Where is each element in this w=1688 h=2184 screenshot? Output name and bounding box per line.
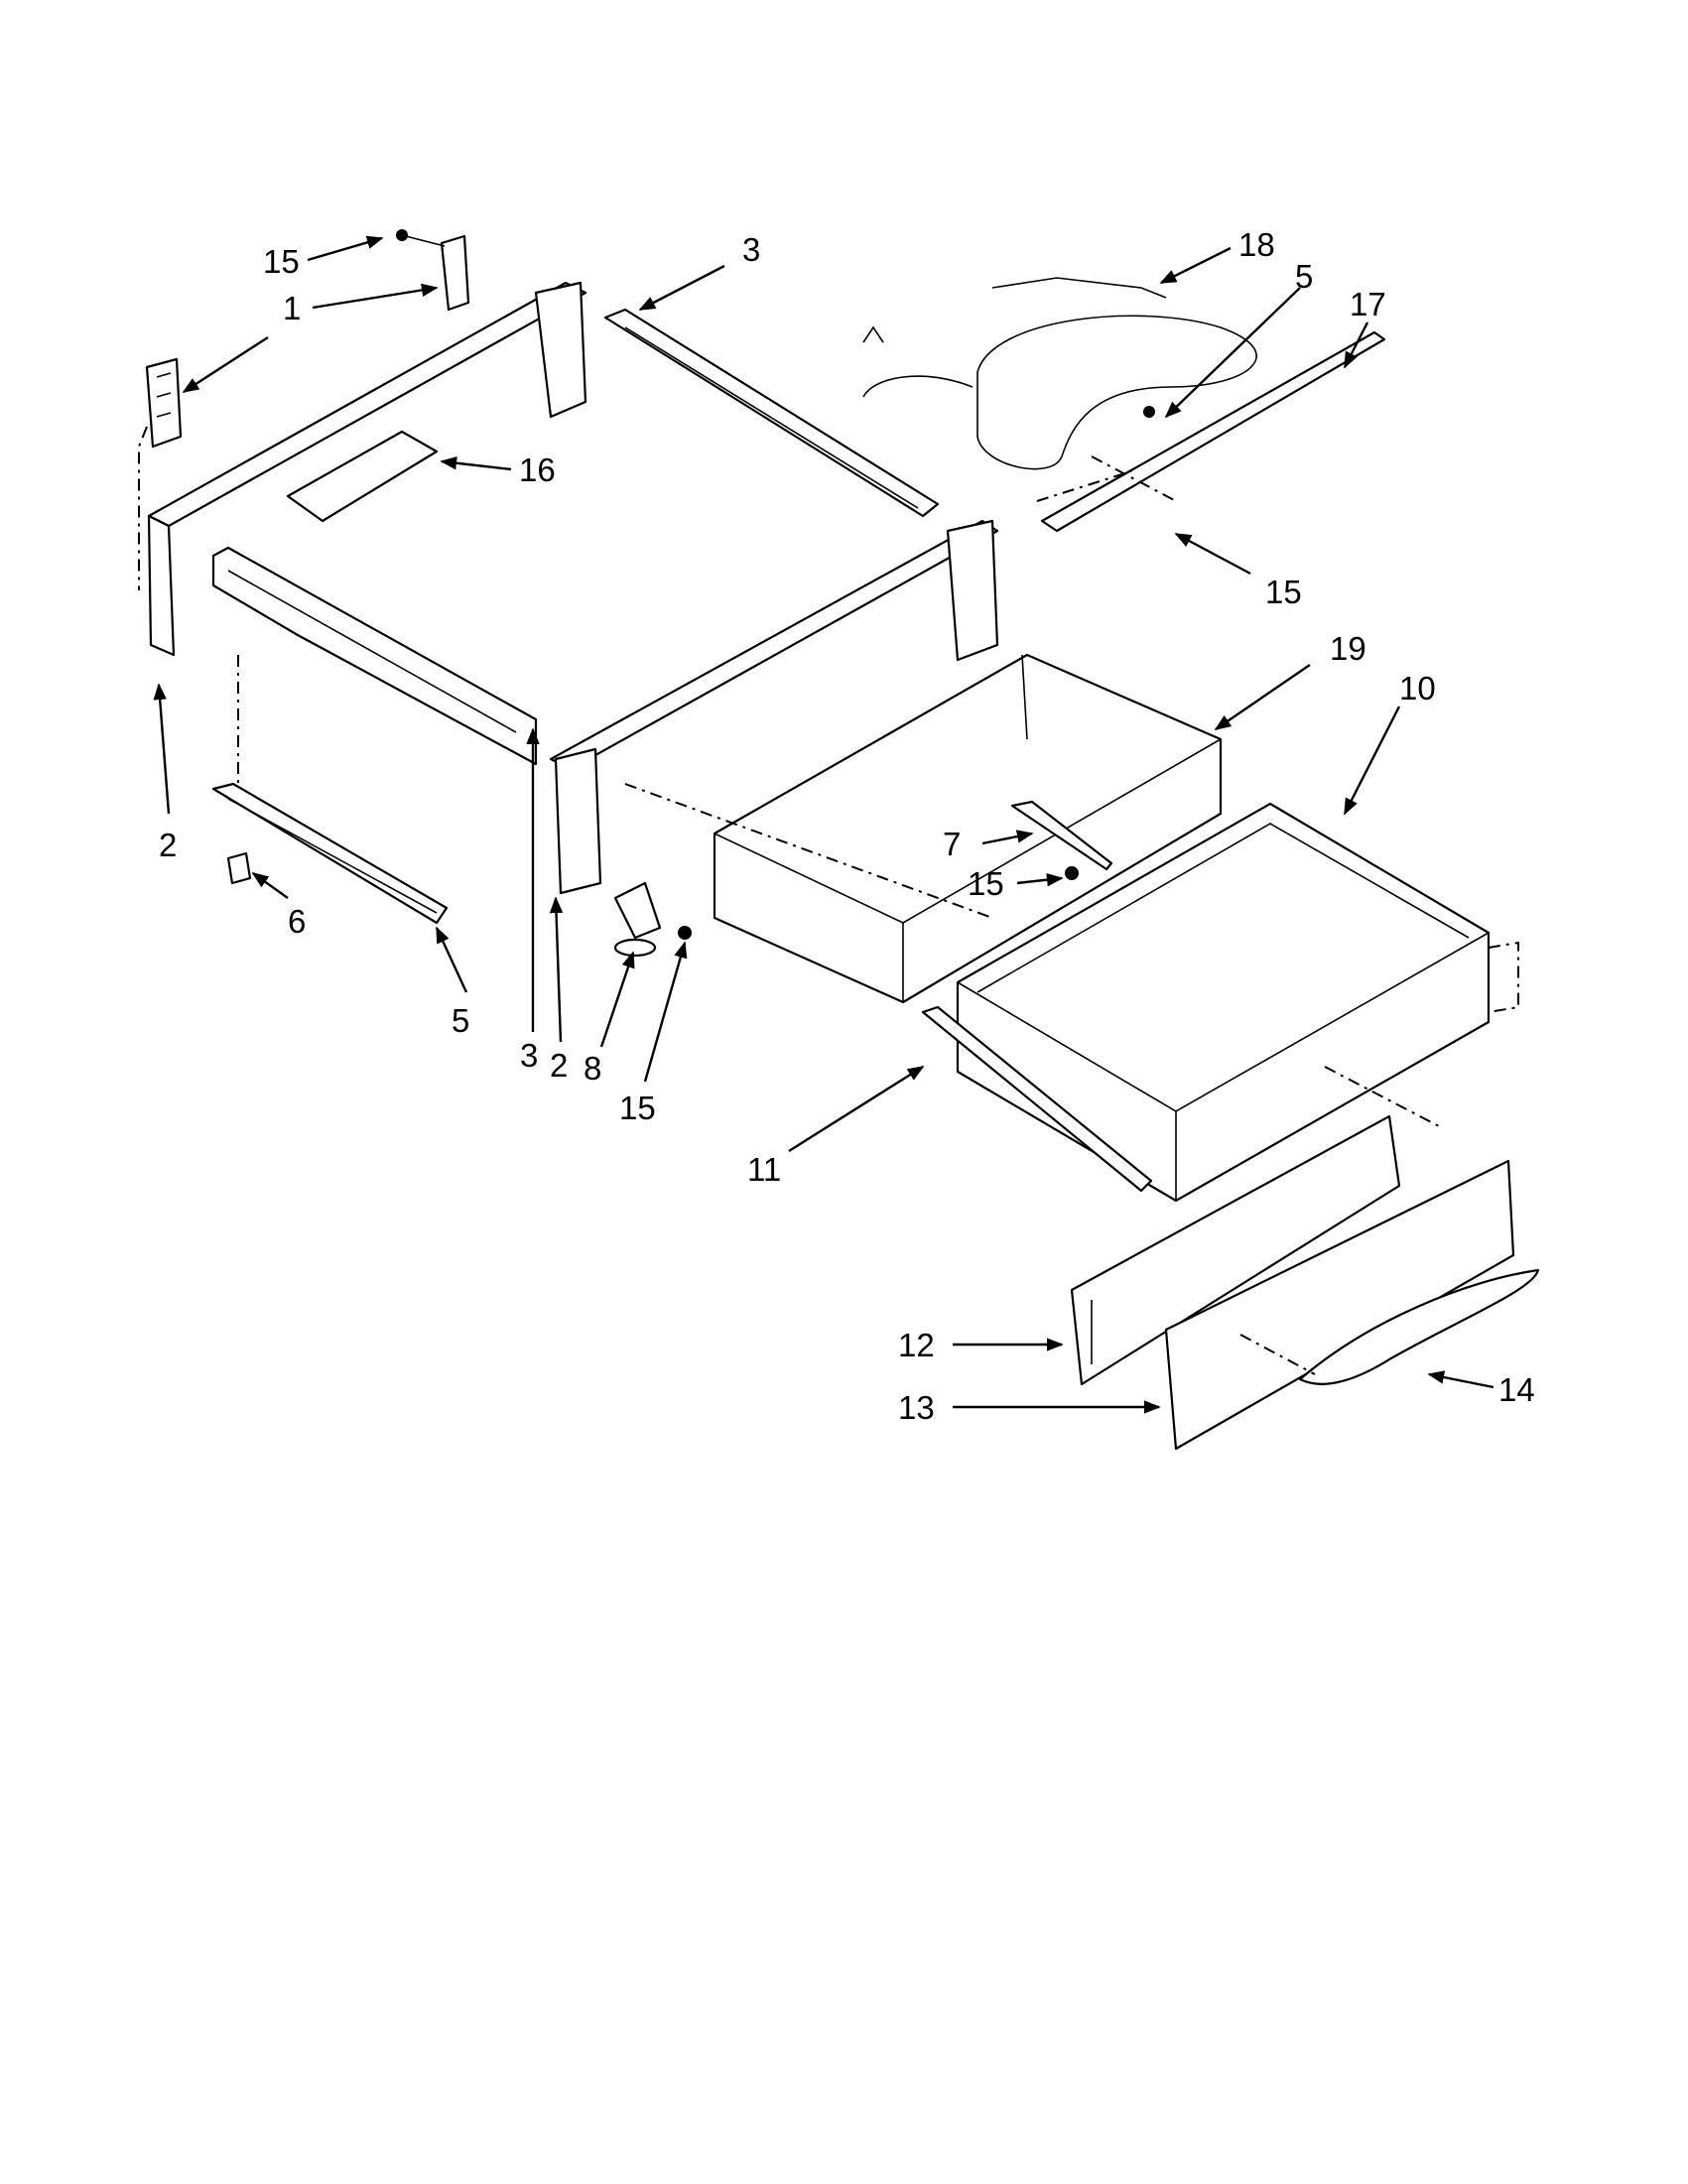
element-bracket xyxy=(1040,330,1386,533)
callout-5b: 5 xyxy=(452,1002,469,1039)
leader-15c xyxy=(643,941,688,1083)
callout-15c: 15 xyxy=(619,1090,656,1126)
leader-17 xyxy=(1343,321,1369,369)
callout-14: 14 xyxy=(1498,1371,1535,1408)
callout-15b: 15 xyxy=(1265,574,1302,610)
alignment-line xyxy=(1324,1066,1440,1127)
leader-15d xyxy=(1016,872,1064,887)
leader-5b xyxy=(435,926,468,993)
leader-1b xyxy=(182,335,269,394)
callout-3a: 3 xyxy=(742,231,760,268)
callout-2b: 2 xyxy=(550,1047,568,1084)
callout-labels: 15 1 3 18 5 17 16 15 19 10 2 6 5 3 2 8 1… xyxy=(159,226,1535,1426)
drawer-outer-panel xyxy=(1164,1159,1515,1451)
leader-5a xyxy=(1164,287,1301,419)
rear-frame-rail xyxy=(147,281,587,657)
leader-1 xyxy=(312,283,439,310)
drawer-liner xyxy=(713,653,1223,1004)
leader-6 xyxy=(251,872,289,899)
callout-11: 11 xyxy=(747,1151,781,1188)
drawer-slide-right xyxy=(921,1005,1153,1193)
leader-18 xyxy=(1159,246,1232,285)
leader-2b xyxy=(549,896,564,1043)
leader-14 xyxy=(1427,1370,1494,1389)
callout-17: 17 xyxy=(1350,286,1386,322)
drawer-front-panel xyxy=(1070,1114,1401,1386)
drawer-slide-left xyxy=(211,782,449,925)
side-bracket-left xyxy=(145,357,183,449)
callout-2a: 2 xyxy=(159,827,177,863)
leveling-leg xyxy=(613,881,692,958)
front-frame-rail xyxy=(211,546,538,766)
leader-lines xyxy=(153,235,1494,1414)
callout-12: 12 xyxy=(898,1327,935,1363)
alignment-line xyxy=(138,426,148,590)
bake-element xyxy=(862,277,1257,470)
callout-19: 19 xyxy=(1330,630,1366,667)
callout-7: 7 xyxy=(943,826,961,862)
callout-16: 16 xyxy=(519,451,556,488)
rear-cross-brace xyxy=(603,308,940,518)
drawer-handle xyxy=(1298,1268,1540,1385)
callout-15a: 15 xyxy=(263,243,300,280)
top-bracket xyxy=(396,229,470,312)
leader-15b xyxy=(1174,532,1251,576)
callout-5a: 5 xyxy=(1295,258,1313,295)
alignment-line xyxy=(624,783,993,919)
callout-15d: 15 xyxy=(968,865,1004,902)
warming-drawer xyxy=(956,802,1491,1203)
leader-10 xyxy=(1343,706,1401,816)
alignment-line xyxy=(1488,941,1519,1013)
sensor-probe xyxy=(1010,800,1113,880)
leader-8 xyxy=(599,951,635,1048)
leader-2a xyxy=(153,683,171,815)
callout-10: 10 xyxy=(1399,670,1436,707)
callout-3b: 3 xyxy=(520,1037,538,1074)
heat-shield xyxy=(286,430,439,523)
callout-6: 6 xyxy=(288,903,306,940)
callout-1: 1 xyxy=(283,290,301,326)
leader-3a xyxy=(638,264,725,312)
leader-7 xyxy=(981,830,1034,845)
callout-13: 13 xyxy=(898,1389,935,1426)
alignment-line xyxy=(1036,470,1132,502)
callout-8: 8 xyxy=(584,1050,601,1087)
right-frame-rail xyxy=(549,519,999,895)
leader-19 xyxy=(1214,664,1311,730)
leader-16 xyxy=(440,456,512,471)
leader-11 xyxy=(788,1065,925,1153)
callout-18: 18 xyxy=(1238,226,1275,263)
leader-15a xyxy=(307,235,384,262)
leveling-foot xyxy=(226,851,252,885)
